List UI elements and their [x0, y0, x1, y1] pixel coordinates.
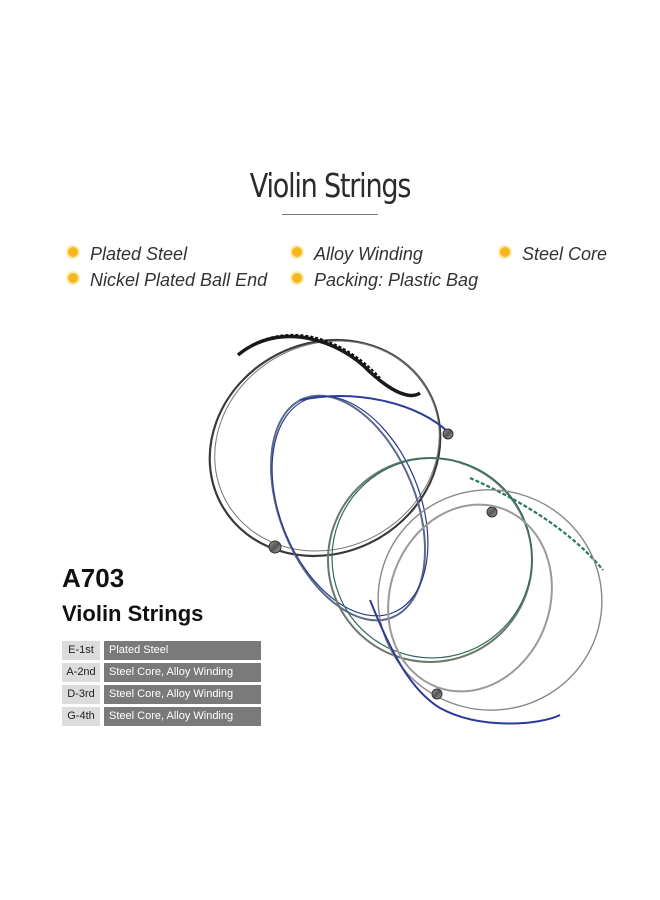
bullet-icon: [290, 271, 304, 285]
spec-string: G-4th: [62, 707, 100, 726]
feature-item: Alloy Winding: [290, 244, 423, 265]
bullet-icon: [290, 245, 304, 259]
product-name: Violin Strings: [62, 601, 204, 626]
e-string-coil: [208, 333, 442, 558]
spec-string: A-2nd: [62, 663, 100, 682]
spec-string: D-3rd: [62, 685, 100, 704]
feature-item: Plated Steel: [66, 244, 187, 265]
spec-row: A-2nd Steel Core, Alloy Winding: [62, 663, 261, 682]
spec-material: Plated Steel: [104, 641, 261, 660]
title-underline: [282, 214, 378, 215]
bullet-icon: [66, 271, 80, 285]
spec-row: D-3rd Steel Core, Alloy Winding: [62, 685, 261, 704]
spec-material: Steel Core, Alloy Winding: [104, 685, 261, 704]
bullet-icon: [66, 245, 80, 259]
d-string-coil: [327, 457, 604, 663]
product-model: A703: [62, 563, 125, 593]
g-string-coil: [369, 489, 603, 725]
spec-table: E-1st Plated Steel A-2nd Steel Core, All…: [62, 641, 261, 729]
a-string-coil: [269, 394, 454, 622]
bullet-icon: [498, 245, 512, 259]
page-title: Violin Strings: [249, 166, 412, 205]
feature-item: Nickel Plated Ball End: [66, 270, 267, 291]
spec-material: Steel Core, Alloy Winding: [104, 663, 261, 682]
spec-row: E-1st Plated Steel: [62, 641, 261, 660]
spec-material: Steel Core, Alloy Winding: [104, 707, 261, 726]
spec-string: E-1st: [62, 641, 100, 660]
feature-item: Packing: Plastic Bag: [290, 270, 478, 291]
feature-item: Steel Core: [498, 244, 607, 265]
spec-row: G-4th Steel Core, Alloy Winding: [62, 707, 261, 726]
